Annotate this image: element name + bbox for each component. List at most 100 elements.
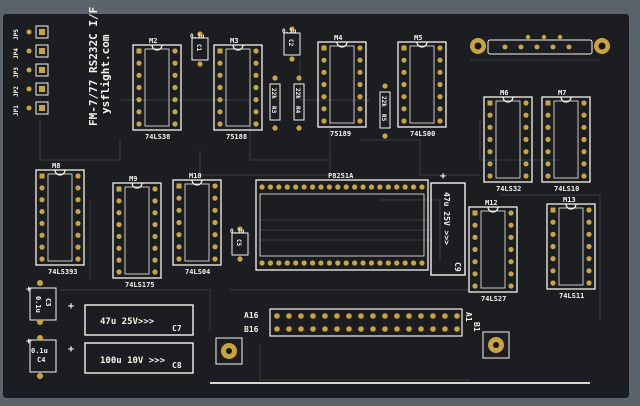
edge-pin [274,313,280,319]
edge-pin [346,313,352,319]
edge-pin [454,326,460,332]
ic-id-label: P8251A [328,172,354,180]
header-pin [566,44,572,50]
resistor-label: R5 [380,114,387,122]
capacitor-c7: 47u 25V>>> C7 + [68,301,194,336]
capacitor-value: 0.1u [190,33,205,40]
ic-id-label: M7 [558,89,566,97]
edge-pin [322,313,328,319]
mounting-pad [226,348,232,354]
edge-pin [286,313,292,319]
edge-pin [430,313,436,319]
jumper-label: JP1 [13,105,20,116]
pad [37,335,43,341]
header-pin [534,44,540,50]
board-edge-highlight [210,382,590,384]
mounting-pad [215,337,243,365]
ic-part-label: 74LS00 [410,130,435,138]
ic-id-label: M2 [149,37,157,45]
ic-part-label: 75189 [330,130,351,138]
ic-part-label: 74LS27 [481,295,506,303]
edge-pin [298,326,304,332]
capacitor-label: C4 [37,356,45,364]
edge-pin [442,313,448,319]
edge-pin [406,313,412,319]
jumper-label: JP2 [13,86,20,97]
board-title: FM-7/77 RS232C I/F [87,7,100,126]
ic-p8251a: P8251A [255,172,429,271]
edge-connector [269,308,463,337]
resistor-value: 22k [270,88,277,99]
mounting-pad [482,331,510,359]
header-pin [502,44,508,50]
ic-id-label: M13 [563,196,576,204]
resistor-value: 22k [294,88,301,99]
edge-pin [394,326,400,332]
capacitor-value: 0.1u [34,296,42,313]
ic-part-label: 74LS393 [48,268,78,276]
capacitor-label: C1 [195,44,202,52]
edge-pin [358,313,364,319]
resistor-value: 22k [380,96,387,107]
edge-pin [406,326,412,332]
capacitor-value: 0.1u [31,347,48,355]
edge-label-a16: A16 [244,311,259,320]
edge-pin [418,326,424,332]
polarity-plus: + [68,301,74,312]
capacitor-label: C3 [44,298,52,306]
capacitor-label: C7 [172,324,182,333]
edge-pin [382,313,388,319]
ic-part-label: 74LS38 [145,133,170,141]
ic-part-label: 74LS175 [125,281,155,289]
capacitor-value: 100u 10V >>> [100,356,166,366]
edge-pin [370,313,376,319]
polarity-plus: + [26,337,32,347]
edge-pin [334,313,340,319]
polarity-plus: + [440,171,446,182]
polarity-plus: + [68,344,74,355]
edge-pin [310,313,316,319]
ic-id-label: M5 [414,34,422,42]
edge-pin [286,326,292,332]
ic-id-label: M6 [500,89,508,97]
mounting-pad [493,342,499,348]
ic-m4: M4 75189 [317,34,367,138]
jumper-jp5: JP5 [13,25,49,40]
jumper-jp4: JP4 [13,44,49,59]
jumper-jp3: JP3 [13,63,49,78]
edge-pin [322,326,328,332]
capacitor-label: C8 [172,361,182,370]
edge-label-b16: B16 [244,325,259,334]
ic-id-label: M4 [334,34,342,42]
ic-m5: M5 74LS00 [397,34,447,138]
capacitor-c9: 47u 25V >>> C9 + [430,171,466,276]
capacitor-c8: 100u 10V >>> C8 + [68,342,194,374]
edge-pin [418,313,424,319]
capacitor-label: C9 [453,262,462,272]
edge-label-b1: B1 [472,322,481,332]
ic-id-label: M12 [485,199,498,207]
edge-pin [430,326,436,332]
ic-id-label: M8 [52,162,60,170]
jumper-label: JP4 [13,48,20,59]
pcb-board [3,14,629,398]
header-pin [518,44,524,50]
edge-pin [298,313,304,319]
copper-traces [39,59,601,381]
edge-pin [334,326,340,332]
ic-m2: M2 74LS38 [132,37,182,141]
mounting-hole [474,42,482,50]
ic-part-label: 75188 [226,133,247,141]
capacitor-label: C5 [235,239,242,247]
ic-part-label: 74LS04 [185,268,210,276]
capacitor-value: 0.1u [230,228,245,235]
